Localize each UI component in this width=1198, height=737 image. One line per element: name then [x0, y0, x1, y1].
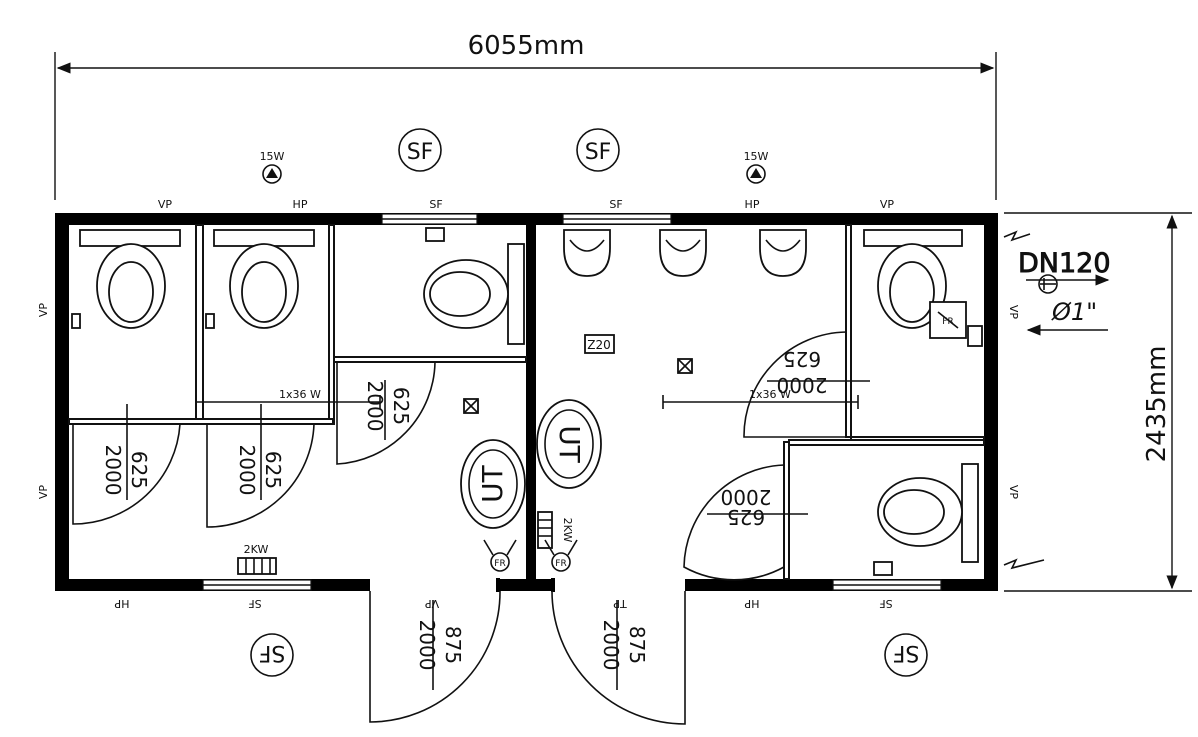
svg-text:625: 625 — [389, 387, 413, 425]
svg-text:FR: FR — [942, 317, 953, 327]
top-label-hp-right: HP — [745, 198, 760, 211]
entrance-opening-right — [551, 578, 685, 592]
water-heater: 2KW — [537, 511, 574, 549]
svg-text:2KW: 2KW — [244, 543, 269, 556]
svg-text:2000: 2000 — [101, 445, 125, 496]
side-label-vp-right-bottom: VP — [1007, 485, 1020, 500]
svg-text:Z20: Z20 — [587, 338, 611, 352]
fr-left: FR — [483, 539, 517, 572]
toilet-1 — [71, 229, 181, 329]
svg-text:SF: SF — [893, 640, 920, 665]
interior-walls — [68, 213, 985, 591]
windows — [202, 213, 942, 591]
bottom-label-hp-right: HP — [744, 597, 759, 610]
radiator-2kw: 2KW — [237, 543, 277, 575]
entrance-door-left: 875 2000 — [369, 590, 501, 723]
urinal-2 — [659, 229, 707, 277]
svg-text:15W: 15W — [260, 150, 285, 163]
height-label: 2435mm — [1142, 346, 1172, 463]
svg-text:FR: FR — [494, 559, 505, 569]
svg-text:1x36 W: 1x36 W — [279, 388, 321, 401]
urinal-3 — [759, 229, 807, 277]
door-cabin-2: 625 2000 — [206, 404, 315, 528]
junction-box-right — [677, 358, 693, 374]
sf-circle-top-left: SF — [398, 128, 442, 172]
pipe-dn-label: DN120 — [1018, 248, 1111, 279]
svg-text:UT: UT — [476, 464, 509, 502]
width-label: 6055mm — [468, 31, 585, 61]
sf-circle-bottom-right: SF — [884, 633, 928, 677]
top-label-vp-right: VP — [880, 198, 895, 211]
height-dimension: 2435mm — [1004, 212, 1192, 592]
svg-text:2000: 2000 — [721, 485, 772, 509]
svg-text:875: 875 — [441, 626, 465, 664]
svg-text:2000: 2000 — [235, 445, 259, 496]
width-dimension: 6055mm — [54, 31, 997, 200]
bottom-label-sf-right: SF — [879, 597, 892, 610]
light-fixture-right: 1x36 W — [662, 388, 859, 409]
door-cabin-4: 625 2000 — [743, 331, 870, 438]
svg-text:2000: 2000 — [415, 620, 439, 671]
svg-text:625: 625 — [127, 451, 151, 489]
fr-right: FR — [544, 539, 578, 572]
fr-box: FR — [929, 301, 967, 339]
top-label-vp-left: VP — [158, 198, 173, 211]
light-fixture-left: 1x36 W — [195, 388, 381, 409]
svg-text:UT: UT — [553, 425, 586, 463]
svg-text:875: 875 — [625, 626, 649, 664]
door-cabin-1: 625 2000 — [72, 404, 181, 525]
washbasin-left: UT — [460, 439, 526, 529]
top-label-sf-left: SF — [429, 198, 442, 211]
side-label-vp-right-top: VP — [1007, 305, 1020, 320]
toilet-4 — [863, 229, 983, 347]
entrance-opening-left — [370, 578, 500, 592]
svg-text:2000: 2000 — [363, 381, 387, 432]
pipe-connection: DN120 Ø1" — [1003, 230, 1111, 570]
entrance-door-right: 875 2000 — [551, 590, 686, 725]
bottom-label-hp-left: HP — [114, 597, 129, 610]
svg-text:625: 625 — [727, 505, 765, 529]
top-label-sf-right: SF — [609, 198, 622, 211]
toilet-5 — [873, 463, 979, 576]
side-label-vp-left-top: VP — [37, 303, 50, 318]
bottom-label-tp: TP — [613, 597, 628, 610]
sf-circle-top-right: SF — [576, 128, 620, 172]
svg-text:2000: 2000 — [777, 373, 828, 397]
svg-text:1x36 W: 1x36 W — [749, 388, 791, 401]
lamp-left: 15W — [260, 150, 285, 184]
svg-text:625: 625 — [261, 451, 285, 489]
toilet-2 — [205, 229, 315, 329]
washbasin-right: UT — [536, 399, 602, 489]
toilet-3 — [423, 227, 525, 345]
junction-box-left — [463, 398, 479, 414]
top-label-hp-left: HP — [293, 198, 308, 211]
svg-text:2KW: 2KW — [561, 518, 574, 543]
svg-text:SF: SF — [259, 640, 286, 665]
svg-text:SF: SF — [585, 140, 612, 165]
sf-circle-bottom-left: SF — [250, 633, 294, 677]
door-cabin-5: 625 2000 — [683, 464, 808, 581]
z20-box: Z20 — [584, 334, 615, 354]
svg-text:2000: 2000 — [599, 620, 623, 671]
svg-text:FR: FR — [555, 559, 566, 569]
pipe-dia-label: Ø1" — [1051, 298, 1097, 326]
door-cabin-3: 625 2000 — [336, 361, 436, 465]
lamp-right: 15W — [744, 150, 769, 184]
svg-text:SF: SF — [407, 140, 434, 165]
side-label-vp-left-bottom: VP — [37, 485, 50, 500]
bottom-label-vp: VP — [425, 597, 440, 610]
urinal-1 — [563, 229, 611, 277]
bottom-label-sf-left: SF — [248, 597, 261, 610]
svg-text:625: 625 — [783, 347, 821, 371]
svg-text:15W: 15W — [744, 150, 769, 163]
